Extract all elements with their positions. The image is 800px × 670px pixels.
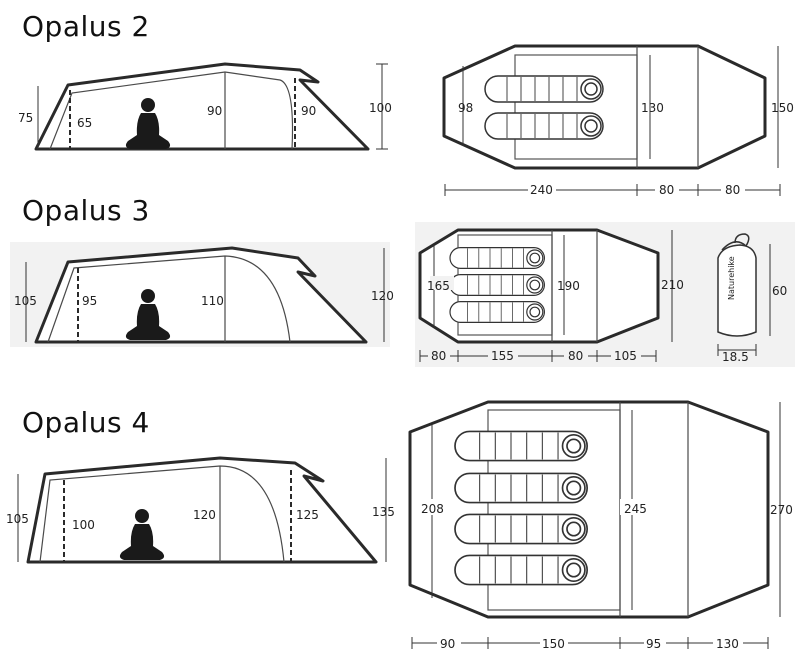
o3-inner-width: 190: [557, 279, 580, 293]
sleeping-bag-icon: [449, 246, 546, 269]
o3-inner-left: 95: [82, 294, 97, 308]
o2-length: 240: [530, 183, 553, 197]
o3-length: 155: [491, 349, 514, 363]
sleeping-bag-icon: [454, 472, 588, 504]
o4-inner-depth: 208: [421, 502, 444, 516]
o2-left-height: 75: [18, 111, 33, 125]
o2-inner-right: 90: [301, 104, 316, 118]
o2-inner-left: 65: [77, 116, 92, 130]
o4-vestibule: 95: [646, 637, 661, 651]
o4-left-height: 105: [6, 512, 29, 526]
stuff-sack-icon: [717, 233, 771, 356]
o2-end: 80: [725, 183, 740, 197]
sleeping-bag-icon: [484, 75, 604, 103]
sleeping-bag-icon: [449, 301, 546, 323]
sleeping-bag-icon: [449, 274, 546, 296]
o3-center-height: 110: [201, 294, 224, 308]
o2-total-height: 100: [369, 101, 392, 115]
opalus-4-title: Opalus 4: [22, 406, 150, 439]
opalus-3-top-view: [418, 228, 673, 362]
opalus-2-side-view: [34, 62, 388, 151]
opalus-2-top-view: [442, 44, 781, 196]
o3-vestibule: 80: [568, 349, 583, 363]
o2-total-width: 150: [771, 101, 794, 115]
o3-total-width: 210: [661, 278, 684, 292]
bag-diameter: 18.5: [722, 350, 749, 364]
o4-end: 130: [716, 637, 739, 651]
o3-left-height: 105: [14, 294, 37, 308]
o3-inner-depth: 165: [427, 279, 450, 293]
o4-length: 150: [542, 637, 565, 651]
bag-brand: Naturehike: [727, 256, 736, 300]
opalus-3-side-view: [25, 246, 385, 344]
o4-inner-width: 245: [624, 502, 647, 516]
o2-inner-depth: 98: [458, 101, 473, 115]
o4-total-width: 270: [770, 503, 793, 517]
o4-center-height: 120: [193, 508, 216, 522]
o2-inner-width: 130: [641, 101, 664, 115]
o3-end: 105: [614, 349, 637, 363]
o4-total-height: 135: [372, 505, 395, 519]
o3-front: 80: [431, 349, 446, 363]
sleeping-bag-icon: [454, 554, 588, 586]
o2-center-height: 90: [207, 104, 222, 118]
o4-inner-right: 125: [296, 508, 319, 522]
sleeping-bag-icon: [484, 112, 604, 140]
o2-vestibule: 80: [659, 183, 674, 197]
o4-inner-left: 100: [72, 518, 95, 532]
opalus-4-side-view: [17, 456, 387, 564]
opalus-3-title: Opalus 3: [22, 194, 150, 227]
bag-height: 60: [772, 284, 787, 298]
opalus-2-title: Opalus 2: [22, 10, 150, 43]
opalus-4-top-view: [408, 400, 781, 649]
o3-total-height: 120: [371, 289, 394, 303]
sleeping-bag-icon: [454, 430, 588, 462]
sleeping-bag-icon: [454, 513, 588, 545]
o4-front: 90: [440, 637, 455, 651]
